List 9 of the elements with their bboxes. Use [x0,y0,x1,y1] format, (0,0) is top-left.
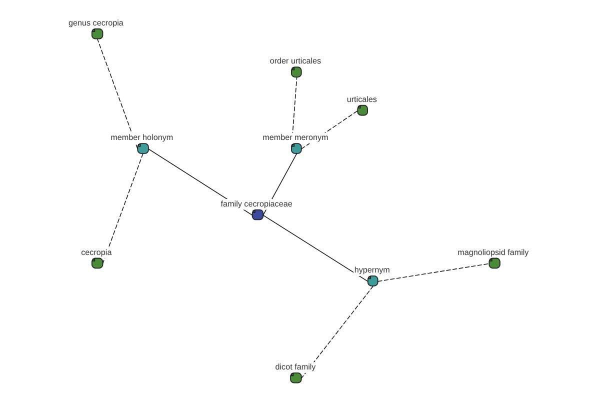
node-label: magnoliopsid family [458,248,529,257]
connector [377,263,490,282]
node-label: urticales [346,94,377,104]
node-label: genus cecropia [68,18,124,28]
connector [96,38,138,150]
node-label: order urticales [270,56,322,66]
connector [262,214,368,282]
connector [102,153,144,264]
connector [301,286,374,379]
